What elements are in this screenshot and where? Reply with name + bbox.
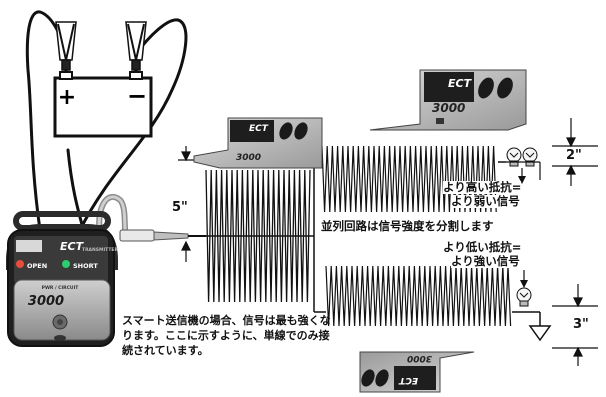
dimension-bottom-label: 3" bbox=[573, 317, 589, 332]
bottom-logo bbox=[54, 335, 66, 341]
short-indicator-light bbox=[62, 260, 70, 268]
note-lower-resistance-line1: より低い抵抗= bbox=[443, 240, 522, 255]
receiver-bottom-model: 3000 bbox=[407, 353, 432, 363]
note-parallel-circuit: 並列回路は信号強度を分割します bbox=[319, 219, 496, 234]
dimension-bottom-span bbox=[552, 284, 598, 366]
battery-minus-label: − bbox=[127, 82, 147, 110]
receiver-bottom-brand: ECT bbox=[398, 375, 418, 385]
ect-transmitter: ECT TRANSMITTER OPEN SHORT PWR / CIRCUIT… bbox=[6, 211, 118, 347]
receiver-left: ECT 3000 bbox=[193, 117, 323, 169]
transmitter-subtitle: TRANSMITTER bbox=[82, 247, 118, 253]
receiver-top-model: 3000 bbox=[432, 101, 465, 115]
battery-cable-right bbox=[78, 18, 188, 232]
dimension-top-label: 2" bbox=[566, 148, 582, 163]
bulb-load-top-1 bbox=[506, 147, 522, 167]
caption-single-wire: スマート送信機の場合、信号は最も強くなります。ここに示すように、単線でのみ接続さ… bbox=[122, 314, 331, 357]
dimension-left-label: 5" bbox=[172, 200, 188, 215]
dimension-left-span bbox=[178, 146, 198, 262]
car-battery: + − bbox=[53, 71, 153, 138]
battery-plus-label: + bbox=[58, 85, 76, 110]
receiver-top: ECT 3000 bbox=[369, 69, 527, 131]
dimension-top-span bbox=[552, 118, 598, 186]
bulb-load-bottom bbox=[516, 287, 532, 307]
arrow-to-lower-resistance bbox=[520, 280, 528, 288]
alligator-clip-right bbox=[125, 21, 147, 78]
open-label: OPEN bbox=[27, 262, 47, 270]
open-indicator-light bbox=[16, 260, 24, 268]
receiver-top-brand: ECT bbox=[448, 77, 473, 90]
alligator-clip-left bbox=[55, 21, 77, 78]
receiver-left-model: 3000 bbox=[236, 153, 261, 163]
zigzag-run-bottom bbox=[325, 265, 512, 327]
battery-cable-left bbox=[25, 10, 68, 232]
note-lower-resistance-line2: より強い信号 bbox=[451, 254, 520, 269]
short-label: SHORT bbox=[73, 262, 98, 270]
receiver-bottom: ECT 3000 bbox=[359, 351, 475, 393]
battery-cable-bundle bbox=[66, 148, 86, 234]
bulb-load-top-2 bbox=[522, 147, 538, 167]
transmitter-model: 3000 bbox=[28, 294, 64, 309]
note-higher-resistance-line2: より弱い信号 bbox=[451, 194, 520, 209]
brand-badge bbox=[16, 240, 42, 252]
receiver-left-brand: ECT bbox=[249, 124, 269, 134]
ground-symbol bbox=[528, 312, 552, 342]
test-lead bbox=[96, 193, 206, 242]
zigzag-run-left bbox=[205, 169, 311, 303]
zigzag-run-top bbox=[321, 145, 497, 213]
clip-jaw bbox=[153, 231, 189, 241]
transmitter-brand: ECT bbox=[60, 240, 85, 253]
note-higher-resistance-line1: より高い抵抗= bbox=[443, 180, 522, 195]
pwr-label: PWR / CIRCUIT bbox=[42, 285, 80, 291]
arrow-to-higher-resistance bbox=[518, 176, 526, 184]
